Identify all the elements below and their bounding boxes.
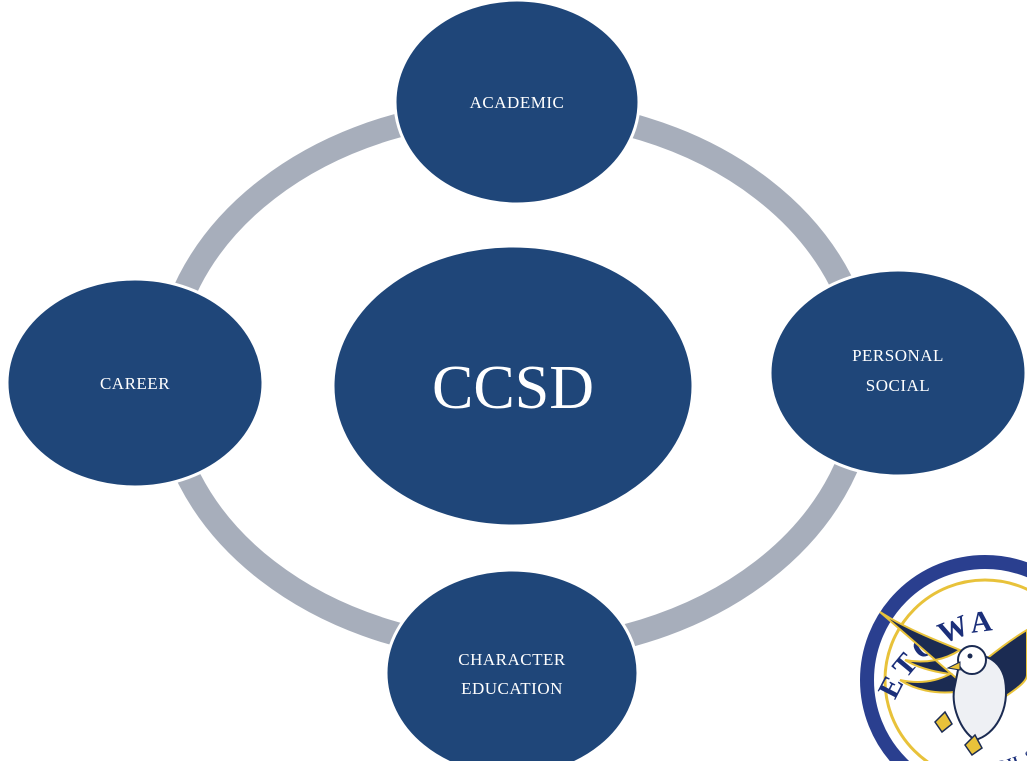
school-logo: ETOWA HIGH S xyxy=(860,555,1027,761)
node-character-education: CHARACTER EDUCATION xyxy=(384,568,640,761)
node-career-label: CAREER xyxy=(100,374,170,393)
node-academic-label: ACADEMIC xyxy=(470,93,565,112)
node-character-education-line2: EDUCATION xyxy=(461,679,563,698)
eagle-icon xyxy=(879,611,1027,757)
node-personal-social-line2: SOCIAL xyxy=(866,376,930,395)
node-personal-social-line1: PERSONAL xyxy=(852,346,944,365)
node-character-education-line1: CHARACTER xyxy=(458,650,566,669)
node-center: CCSD xyxy=(331,244,695,528)
node-personal-social: PERSONAL SOCIAL xyxy=(768,268,1027,478)
center-label: CCSD xyxy=(432,354,594,422)
node-academic: ACADEMIC xyxy=(393,0,641,206)
node-career: CAREER xyxy=(5,277,265,489)
